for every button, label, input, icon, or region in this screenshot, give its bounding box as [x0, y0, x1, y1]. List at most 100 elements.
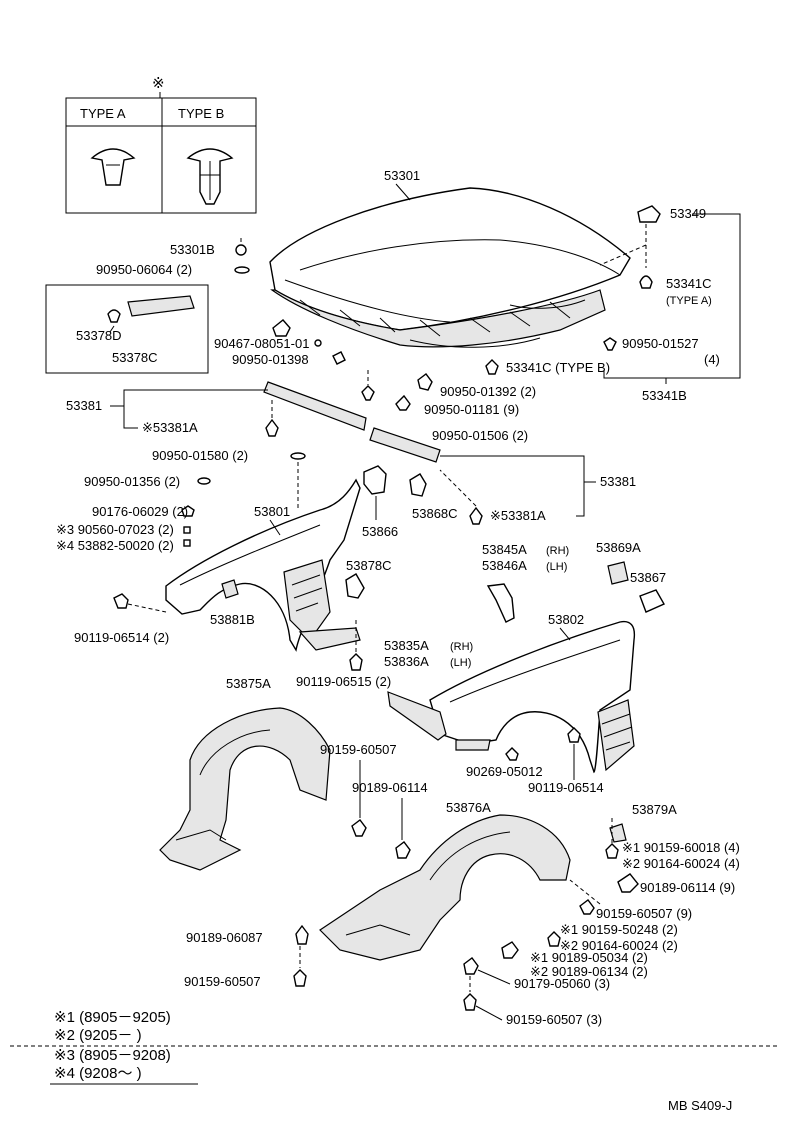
clip-90269 [505, 747, 519, 761]
label-90189-06114-a: 90189-06114 [352, 780, 428, 795]
label-53381-left: 53381 [66, 398, 102, 413]
label-90179: 90179-05060 (3) [514, 976, 610, 991]
clip-90950-01356 [197, 477, 211, 485]
label-53878C: 53878C [346, 558, 392, 573]
label-90119-06514-right: 90119-06514 [528, 780, 604, 795]
bracket-53878c [345, 573, 365, 599]
seal-53381-left [263, 381, 367, 431]
label-53341C-a-type: (TYPE A) [666, 295, 712, 307]
label-90950-06064: 90950-06064 (2) [96, 262, 192, 277]
clip-90189-06114-b [617, 873, 639, 893]
type-a-header: TYPE A [80, 106, 126, 121]
label-53867: 53867 [630, 570, 666, 585]
diagram-code: MB S409-J [668, 1098, 732, 1113]
clip-53882 [183, 539, 191, 547]
label-53378C: 53378C [112, 350, 158, 365]
label-53846A-side: (LH) [546, 561, 567, 573]
label-53301B: 53301B [170, 242, 215, 257]
clip-53381a-left [265, 418, 279, 437]
label-90950-01527: 90950-01527 [622, 336, 699, 351]
clip-90950-01506 [361, 385, 375, 401]
push-clip-type-b-icon [186, 148, 234, 205]
label-53349: 53349 [670, 206, 706, 221]
label-53381-right: 53381 [600, 474, 636, 489]
bracket-53866 [363, 465, 387, 495]
clip-90950-01580 [290, 452, 306, 460]
bracket-53845a [486, 583, 515, 623]
label-53866: 53866 [362, 524, 398, 539]
clip-90179 [463, 957, 479, 975]
label-90269: 90269-05012 [466, 764, 543, 779]
clip-90189-06114-a [395, 841, 411, 859]
label-53341C-a: 53341C [666, 276, 712, 291]
label-90950-01527-qty: (4) [704, 352, 720, 367]
label-90159-60507-c: 90159-60507 [184, 974, 261, 989]
label-53381A-left: ※53381A [142, 420, 198, 435]
clip-90159-60507-d [463, 993, 477, 1011]
seal-53879a [609, 823, 627, 843]
clip-53341c-b [485, 359, 499, 375]
clip-90950-01398-b [332, 351, 346, 365]
label-53836A-side: (LH) [450, 657, 471, 669]
clip-90560 [183, 526, 191, 534]
label-53876A: 53876A [446, 800, 491, 815]
hinge-53349 [637, 205, 661, 223]
label-53835A-side: (RH) [450, 641, 473, 653]
label-90189-06114-b: 90189-06114 (9) [640, 880, 735, 895]
clip-90950-01392 [417, 373, 433, 391]
clip-90159-60507-a [351, 819, 367, 837]
bolt-90119-06514-right [567, 727, 581, 743]
label-53801: 53801 [254, 504, 290, 519]
clip-53378d [107, 309, 121, 323]
label-53846A: 53846A [482, 558, 527, 573]
fender-liner-53875a [159, 707, 331, 871]
clip-90950-01398-a [314, 339, 322, 347]
label-53875A: 53875A [226, 676, 271, 691]
cushion-90467 [272, 319, 291, 337]
label-90560: ※3 90560-07023 (2) [56, 522, 174, 537]
fender-liner-53876a [319, 814, 571, 961]
seal-53381-right [369, 427, 441, 463]
label-90119-06515: 90119-06515 (2) [296, 674, 391, 689]
clip-type-table: ※ TYPE A TYPE B [65, 75, 257, 214]
footnote-4: ※4 (9208～ ) [54, 1065, 142, 1082]
label-53301: 53301 [384, 168, 420, 183]
label-53341B: 53341B [642, 388, 687, 403]
clip-90950-06064 [234, 266, 250, 274]
clip-90159-60507-b [579, 899, 595, 915]
label-53381A-right: ※53381A [490, 508, 546, 523]
footnotes: ※1 (8905－9205) ※2 (9205－ ) ※3 (8905－9208… [10, 1009, 780, 1085]
push-clip-type-a-icon [90, 148, 136, 186]
label-90950-01356: 90950-01356 (2) [84, 474, 180, 489]
hood-panel [269, 187, 631, 348]
cushion-53301b [235, 244, 247, 256]
seal-53881b [221, 579, 239, 599]
footnote-1: ※1 (8905－9205) [54, 1009, 171, 1026]
label-90164-60024-b: ※2 90164-60024 (2) [560, 938, 678, 953]
front-fender-right [429, 620, 636, 774]
label-90189-05034: ※1 90189-05034 (2) [530, 950, 648, 965]
label-90159-60018: ※1 90159-60018 (4) [622, 840, 740, 855]
clip-90950-01527 [603, 337, 617, 351]
bracket-53869a [607, 561, 629, 585]
label-90189-06134: ※2 90189-06134 (2) [530, 964, 648, 979]
clip-90159-50248 [547, 931, 561, 947]
bracket-53868c [409, 473, 427, 497]
label-90467: 90467-08051-01 [214, 336, 309, 351]
bolt-90119-06514-left [113, 593, 129, 609]
label-53882: ※4 53882-50020 (2) [56, 538, 174, 553]
label-53881B: 53881B [210, 612, 255, 627]
label-90950-01181: 90950-01181 (9) [424, 402, 519, 417]
insulator-box [45, 284, 209, 374]
label-90950-01392: 90950-01392 (2) [440, 384, 536, 399]
label-53845A: 53845A [482, 542, 527, 557]
label-53879A: 53879A [632, 802, 677, 817]
clip-90159-60018 [605, 843, 619, 859]
label-90176: 90176-06029 (2) [92, 504, 188, 519]
front-fender-left [165, 478, 361, 652]
label-90189-06087: 90189-06087 [186, 930, 263, 945]
label-90159-60507-d: 90159-60507 (3) [506, 1012, 602, 1027]
label-53868C: 53868C [412, 506, 458, 521]
seal-53835a [387, 691, 447, 741]
